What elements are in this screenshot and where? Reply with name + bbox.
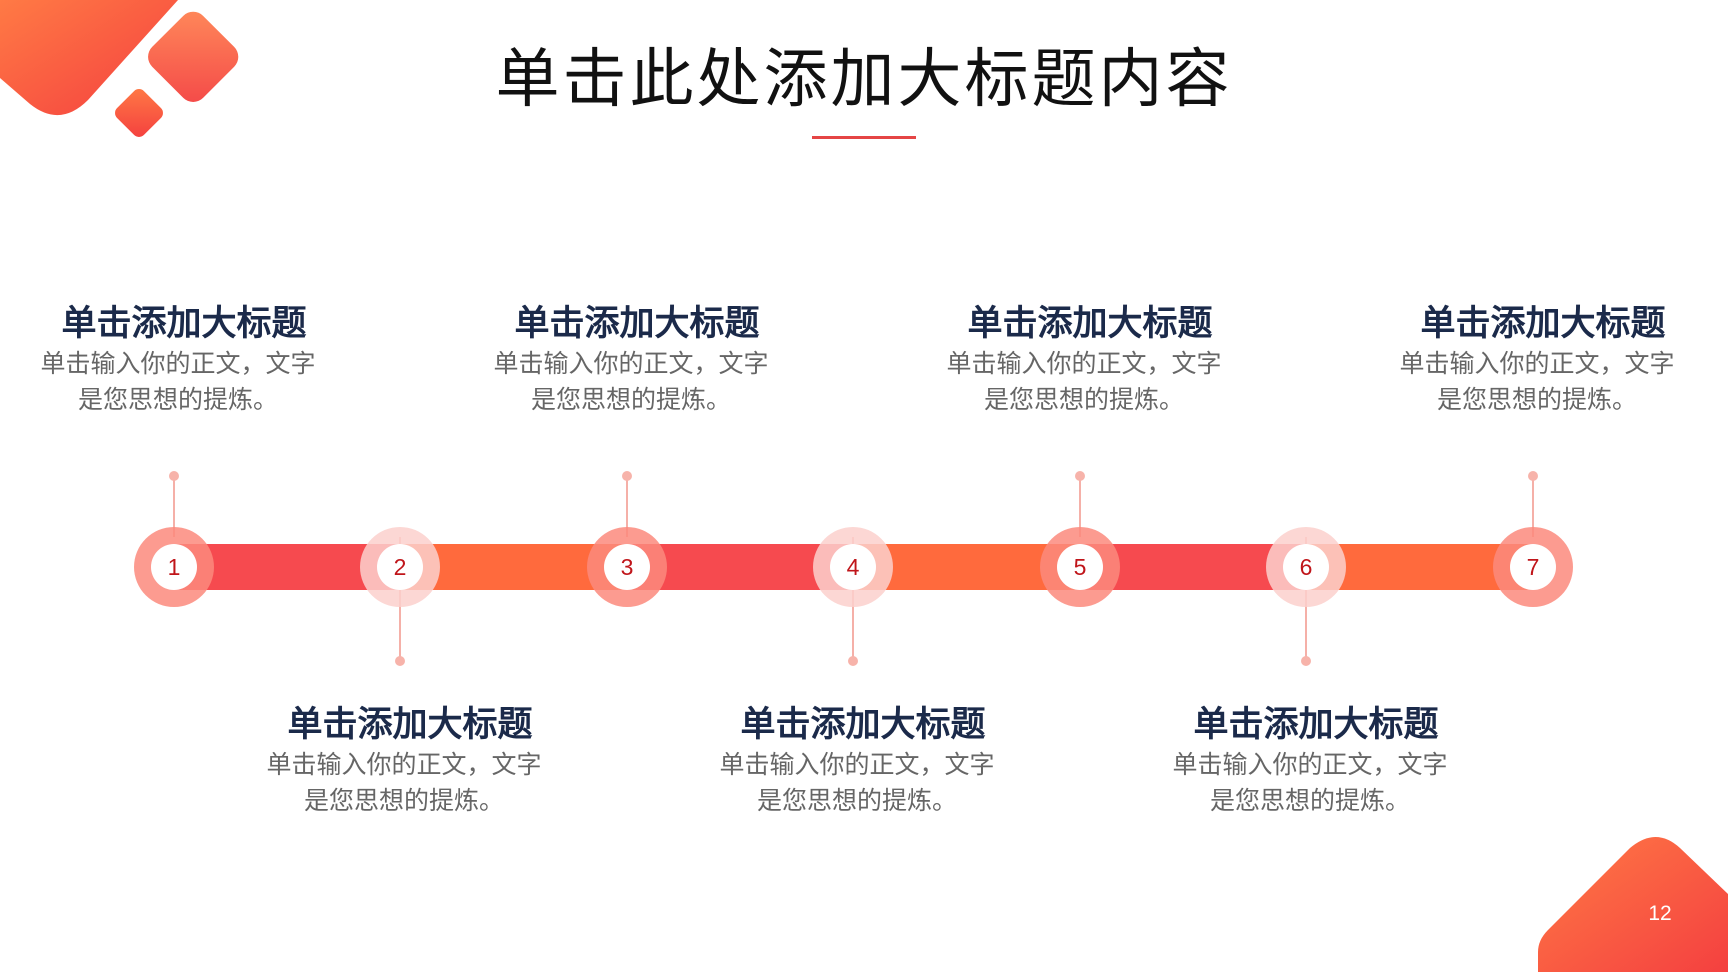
corner-shape-large bbox=[0, 0, 178, 116]
body-line-1: 单击输入你的正文，文字 bbox=[493, 349, 769, 378]
timeline-item-title[interactable]: 单击添加大标题 bbox=[740, 704, 986, 745]
corner-diamond-medium bbox=[148, 11, 239, 102]
timeline-item-body[interactable]: 单击输入你的正文，文字是您思想的提炼。 bbox=[1367, 346, 1707, 418]
timeline-item-body[interactable]: 单击输入你的正文，文字是您思想的提炼。 bbox=[234, 747, 574, 819]
node-number: 1 bbox=[168, 554, 181, 580]
timeline-node-2[interactable]: 2 bbox=[360, 527, 440, 666]
timeline-node-7[interactable]: 7 bbox=[1493, 471, 1573, 607]
timeline-item-title[interactable]: 单击添加大标题 bbox=[287, 704, 533, 745]
timeline-item-body[interactable]: 单击输入你的正文，文字是您思想的提炼。 bbox=[1140, 747, 1480, 819]
body-line-2: 是您思想的提炼。 bbox=[983, 385, 1184, 414]
timeline-node-6[interactable]: 6 bbox=[1266, 527, 1346, 666]
connector-dot bbox=[169, 471, 179, 481]
timeline-item-title[interactable]: 单击添加大标题 bbox=[61, 303, 307, 344]
corner-diamond-small bbox=[115, 89, 163, 137]
body-line-2: 是您思想的提炼。 bbox=[1436, 385, 1637, 414]
page-number: 12 bbox=[1648, 902, 1672, 925]
node-number: 5 bbox=[1074, 554, 1087, 580]
title-underline bbox=[812, 136, 916, 139]
connector-dot bbox=[1528, 471, 1538, 481]
node-number: 7 bbox=[1527, 554, 1540, 580]
body-line-1: 单击输入你的正文，文字 bbox=[40, 349, 316, 378]
body-line-2: 是您思想的提炼。 bbox=[756, 786, 957, 815]
node-number: 2 bbox=[394, 554, 407, 580]
body-line-2: 是您思想的提炼。 bbox=[530, 385, 731, 414]
timeline-item-body[interactable]: 单击输入你的正文，文字是您思想的提炼。 bbox=[8, 346, 348, 418]
timeline-item-title[interactable]: 单击添加大标题 bbox=[967, 303, 1213, 344]
body-line-1: 单击输入你的正文，文字 bbox=[266, 750, 542, 779]
timeline-item-body[interactable]: 单击输入你的正文，文字是您思想的提炼。 bbox=[461, 346, 801, 418]
node-number: 3 bbox=[621, 554, 634, 580]
page-title[interactable]: 单击此处添加大标题内容 bbox=[495, 43, 1233, 117]
body-line-1: 单击输入你的正文，文字 bbox=[946, 349, 1222, 378]
timeline-item-title[interactable]: 单击添加大标题 bbox=[514, 303, 760, 344]
connector-dot bbox=[622, 471, 632, 481]
connector-dot bbox=[1075, 471, 1085, 481]
node-circle bbox=[830, 544, 876, 590]
timeline-node-3[interactable]: 3 bbox=[587, 471, 667, 607]
connector-dot bbox=[395, 656, 405, 666]
node-number: 6 bbox=[1300, 554, 1313, 580]
timeline-item-title[interactable]: 单击添加大标题 bbox=[1193, 704, 1439, 745]
node-circle bbox=[1057, 544, 1103, 590]
node-circle bbox=[1283, 544, 1329, 590]
body-line-2: 是您思想的提炼。 bbox=[303, 786, 504, 815]
timeline-node-1[interactable]: 1 bbox=[134, 471, 214, 607]
timeline-node-5[interactable]: 5 bbox=[1040, 471, 1120, 607]
body-line-1: 单击输入你的正文，文字 bbox=[1172, 750, 1448, 779]
node-circle bbox=[151, 544, 197, 590]
node-circle bbox=[604, 544, 650, 590]
corner-decoration-top-left bbox=[0, 0, 239, 137]
body-line-2: 是您思想的提炼。 bbox=[1209, 786, 1410, 815]
body-line-1: 单击输入你的正文，文字 bbox=[719, 750, 995, 779]
connector-dot bbox=[848, 656, 858, 666]
connector-dot bbox=[1301, 656, 1311, 666]
timeline-node-4[interactable]: 4 bbox=[813, 527, 893, 666]
node-circle bbox=[377, 544, 423, 590]
node-number: 4 bbox=[847, 554, 860, 580]
timeline-item-body[interactable]: 单击输入你的正文，文字是您思想的提炼。 bbox=[914, 346, 1254, 418]
body-line-1: 单击输入你的正文，文字 bbox=[1399, 349, 1675, 378]
body-line-2: 是您思想的提炼。 bbox=[77, 385, 278, 414]
timeline-item-title[interactable]: 单击添加大标题 bbox=[1420, 303, 1666, 344]
corner-decoration-bottom-right bbox=[1538, 837, 1728, 972]
timeline-item-body[interactable]: 单击输入你的正文，文字是您思想的提炼。 bbox=[687, 747, 1027, 819]
node-circle bbox=[1510, 544, 1556, 590]
